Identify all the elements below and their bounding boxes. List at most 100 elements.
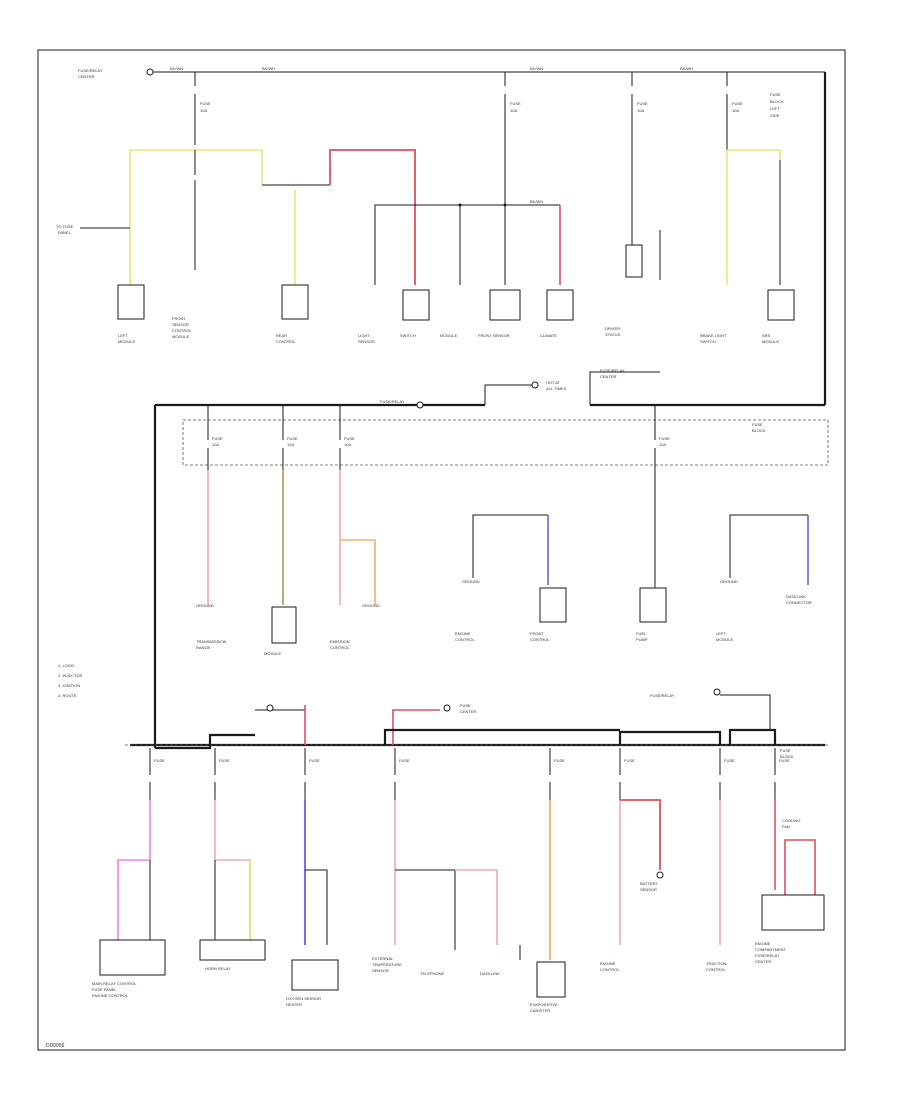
svg-text:ALL TIMES: ALL TIMES [546,386,567,391]
svg-text:TO FUSE: TO FUSE [56,224,74,229]
svg-text:SWITCH: SWITCH [400,333,416,338]
svg-text:FUSE: FUSE [212,436,223,441]
svg-text:CONTROL: CONTROL [530,637,550,642]
svg-text:OXYGEN SENSOR: OXYGEN SENSOR [286,996,321,1001]
svg-text:FRONT: FRONT [172,316,186,321]
svg-text:FUSE: FUSE [200,101,211,106]
legend-item: 3. IGNITION [58,683,80,688]
svg-text:MODULE: MODULE [716,637,733,642]
svg-text:LEFT: LEFT [770,106,780,111]
svg-text:BK/WH: BK/WH [530,66,543,71]
svg-text:STATUS: STATUS [605,332,621,337]
svg-text:GROUND: GROUND [462,579,480,584]
svg-text:10A: 10A [287,442,294,447]
svg-text:SENSOR: SENSOR [358,339,375,344]
svg-text:FUSE: FUSE [637,101,648,106]
svg-text:FUSE: FUSE [770,92,781,97]
svg-text:SENSOR: SENSOR [172,322,189,327]
svg-text:BLOCK: BLOCK [752,428,766,433]
diagram-border [37,49,846,1051]
svg-text:SIDE: SIDE [770,113,780,118]
svg-text:10A: 10A [200,108,207,113]
svg-text:MODULE: MODULE [264,651,281,656]
top-section: FUSE/RELAY CENTER BK/WH BK/WH BK/WH BK/W… [56,66,827,405]
svg-text:FRONT: FRONT [530,631,544,636]
diagram-code: DD0056 [46,1043,65,1049]
svg-text:DATA LINK: DATA LINK [480,971,500,976]
svg-text:FRONT SENSOR: FRONT SENSOR [478,333,510,338]
svg-text:HEATER: HEATER [286,1002,302,1007]
svg-text:CONTROL: CONTROL [330,645,350,650]
svg-text:MODULE: MODULE [762,339,779,344]
legend-item: 4. ROUTE [58,693,77,698]
legend-item: 1. LOGIC [58,663,75,668]
svg-text:BK/WH: BK/WH [262,66,275,71]
svg-text:FUSE: FUSE [399,758,410,763]
svg-text:FUSE PANEL: FUSE PANEL [92,987,117,992]
svg-text:LEFT: LEFT [118,333,128,338]
svg-text:ENGINE: ENGINE [600,961,616,966]
svg-text:BLOCK: BLOCK [770,99,784,104]
svg-text:BRAKE LIGHT: BRAKE LIGHT [700,333,727,338]
svg-text:RANGE: RANGE [196,645,211,650]
svg-text:CONTROL: CONTROL [600,967,620,972]
svg-text:FUSE/RELAY: FUSE/RELAY [380,399,405,404]
svg-text:10A: 10A [510,108,517,113]
svg-text:FUSE: FUSE [724,758,735,763]
svg-text:10A: 10A [659,442,666,447]
svg-text:CONNECTOR: CONNECTOR [786,600,812,605]
svg-text:TELEPHONE: TELEPHONE [420,971,445,976]
svg-text:MAIN RELAY CONTROL: MAIN RELAY CONTROL [92,981,137,986]
svg-text:BK/WH: BK/WH [170,66,183,71]
svg-text:GROUND: GROUND [720,579,738,584]
svg-text:FUSE: FUSE [659,436,670,441]
svg-text:FUSE: FUSE [287,436,298,441]
svg-text:CENTER: CENTER [755,959,772,964]
svg-text:10A: 10A [344,442,351,447]
svg-text:ENGINE: ENGINE [755,941,771,946]
svg-text:SWITCH: SWITCH [700,339,716,344]
svg-text:FUSE: FUSE [554,758,565,763]
svg-text:SRS: SRS [762,333,771,338]
svg-text:FUSE/RELAY: FUSE/RELAY [78,68,103,73]
svg-text:FUSE/RELAY: FUSE/RELAY [755,953,780,958]
svg-text:MODULE: MODULE [118,339,135,344]
svg-text:FUSE: FUSE [779,758,790,763]
svg-text:COMPARTMENT: COMPARTMENT [755,947,787,952]
svg-text:GROUND: GROUND [362,603,380,608]
svg-text:FUSE: FUSE [780,748,791,753]
svg-text:EXTERNAL: EXTERNAL [372,956,394,961]
legend: 1. LOGIC 2. INJECTOR 3. IGNITION 4. ROUT… [58,663,82,698]
svg-text:10A: 10A [637,108,644,113]
svg-text:FUSE: FUSE [752,422,763,427]
svg-text:REAR: REAR [276,333,287,338]
svg-text:TRACTION: TRACTION [706,961,727,966]
svg-text:FUSE: FUSE [344,436,355,441]
svg-text:BATTERY: BATTERY [640,881,658,886]
svg-text:SENSOR: SENSOR [372,968,389,973]
svg-text:MODULE: MODULE [440,333,457,338]
svg-text:EVAPORATIVE: EVAPORATIVE [530,1002,558,1007]
svg-text:PUMP: PUMP [636,637,648,642]
svg-text:CONTROL: CONTROL [455,637,475,642]
svg-text:LEFT: LEFT [716,631,726,636]
svg-text:CANISTER: CANISTER [530,1008,550,1013]
svg-text:BK/WH: BK/WH [530,199,543,204]
svg-text:CLIMATE: CLIMATE [540,333,557,338]
svg-text:ENGINE: ENGINE [455,631,471,636]
svg-text:FUSE: FUSE [219,758,230,763]
svg-text:FUEL: FUEL [636,631,647,636]
svg-text:GROUND: GROUND [196,603,214,608]
svg-text:BLOCK: BLOCK [780,754,794,759]
svg-text:MODULE: MODULE [172,334,189,339]
svg-text:DATA LINK: DATA LINK [786,594,806,599]
svg-text:CENTER: CENTER [78,74,95,79]
svg-text:FUSE/RELAY: FUSE/RELAY [650,693,675,698]
svg-text:FAN: FAN [782,824,790,829]
svg-text:CONTROL: CONTROL [276,339,296,344]
svg-text:FUSE: FUSE [460,703,471,708]
svg-text:LIGHT: LIGHT [358,333,370,338]
